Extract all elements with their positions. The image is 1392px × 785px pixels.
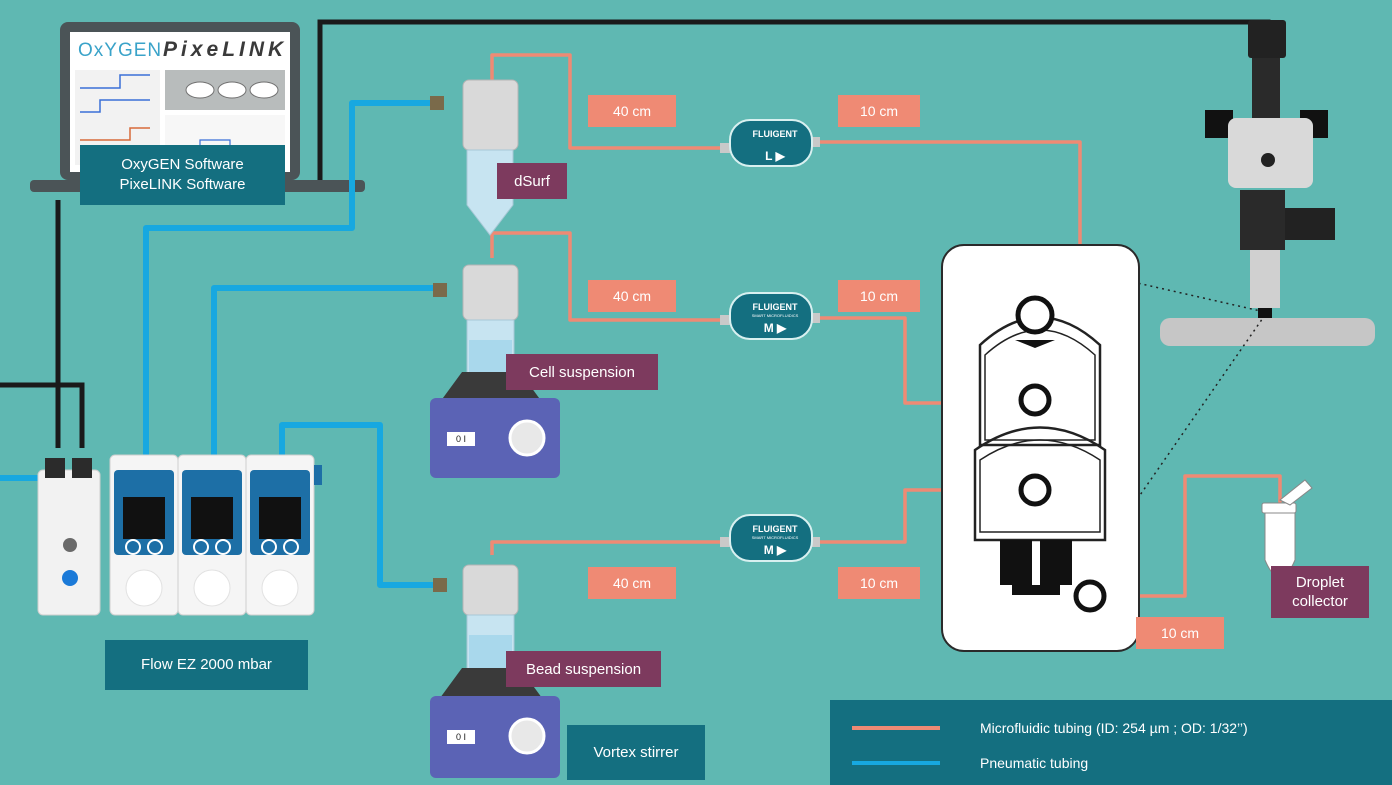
length-row1-out: 10 cm <box>838 95 920 127</box>
cell-suspension-label: Cell suspension <box>506 354 658 390</box>
droplet-collector-tube <box>1261 479 1313 578</box>
flow-ez-module-2 <box>177 454 247 616</box>
legend-row-pneumatic: Pneumatic tubing <box>830 753 1088 773</box>
stirrer-switch-label-2: 0 I <box>456 732 466 742</box>
stirrer-switch-label-1: 0 I <box>456 434 466 444</box>
sensor-3-brand: FLUIGENT <box>753 524 798 534</box>
legend: Microfluidic tubing (ID: 254 µm ; OD: 1/… <box>830 700 1392 785</box>
sensor-1-type: L ▶ <box>765 149 785 163</box>
microscope <box>1044 20 1375 633</box>
power-cable <box>0 382 85 448</box>
tube-cell-to-sensor <box>490 231 730 322</box>
legend-swatch-microfluidic <box>852 726 940 730</box>
pneumatic-tube-dsurf <box>143 100 435 455</box>
length-row2-in: 40 cm <box>588 280 676 312</box>
flow-ez-module-3 <box>245 454 322 616</box>
length-row1-in: 40 cm <box>588 95 676 127</box>
legend-label-pneumatic: Pneumatic tubing <box>980 755 1089 771</box>
microfluidic-chip <box>941 244 1140 652</box>
legend-swatch-pneumatic <box>852 761 940 765</box>
dsurf-label: dSurf <box>497 163 567 199</box>
flow-sensor-3 <box>720 514 820 562</box>
length-outlet: 10 cm <box>1136 617 1224 649</box>
pneumatic-tube-bead <box>279 422 438 588</box>
software-label-line2: PixeLINK Software <box>119 176 246 193</box>
sensor-2-tagline: SMART MICROFLUIDICS <box>752 313 799 318</box>
vortex-stirrer-1 <box>430 372 560 478</box>
vortex-stirrer-2 <box>430 668 560 778</box>
sensor-2-brand: FLUIGENT <box>753 302 798 312</box>
sensor-2-type: M ▶ <box>764 321 787 335</box>
droplet-collector-line1: Droplet <box>1295 574 1345 591</box>
controller-label: Flow EZ 2000 mbar <box>105 640 308 690</box>
software-label-line1: OxyGEN Software <box>121 156 244 173</box>
droplet-collector-label: Droplet collector <box>1271 566 1369 618</box>
pneumatic-tube-cell <box>211 285 438 455</box>
length-row3-in: 40 cm <box>588 567 676 599</box>
legend-label-microfluidic: Microfluidic tubing (ID: 254 µm ; OD: 1/… <box>980 720 1248 736</box>
sensor-3-tagline: SMART MICROFLUIDICS <box>752 535 799 540</box>
tube-dsurf-to-sensor <box>490 53 730 150</box>
legend-row-microfluidic: Microfluidic tubing (ID: 254 µm ; OD: 1/… <box>830 718 1248 738</box>
sensor-3-type: M ▶ <box>764 543 787 557</box>
pneumatic-tubing <box>0 100 438 588</box>
flow-sensor-1 <box>720 119 820 167</box>
flow-ez-module-1 <box>109 454 179 616</box>
oxygen-logo: OxYGEN <box>78 40 163 61</box>
vortex-stirrer-label: Vortex stirrer <box>567 725 705 780</box>
tube-chip-to-collector <box>1100 474 1282 598</box>
flow-ez-controller <box>37 454 322 616</box>
flow-sensor-2 <box>720 292 820 340</box>
sensor-texts: FLUIGENT L ▶ FLUIGENT SMART MICROFLUIDIC… <box>752 129 799 557</box>
sensor-1-brand: FLUIGENT <box>753 129 798 139</box>
pixelink-logo: PixeLINK <box>163 38 288 61</box>
software-label: OxyGEN Software PixeLINK Software <box>80 145 285 205</box>
bead-suspension-label: Bead suspension <box>506 651 661 687</box>
droplet-collector-line2: collector <box>1292 593 1348 610</box>
length-row2-out: 10 cm <box>838 280 920 312</box>
length-row3-out: 10 cm <box>838 567 920 599</box>
tube-bead-to-sensor <box>490 540 730 555</box>
